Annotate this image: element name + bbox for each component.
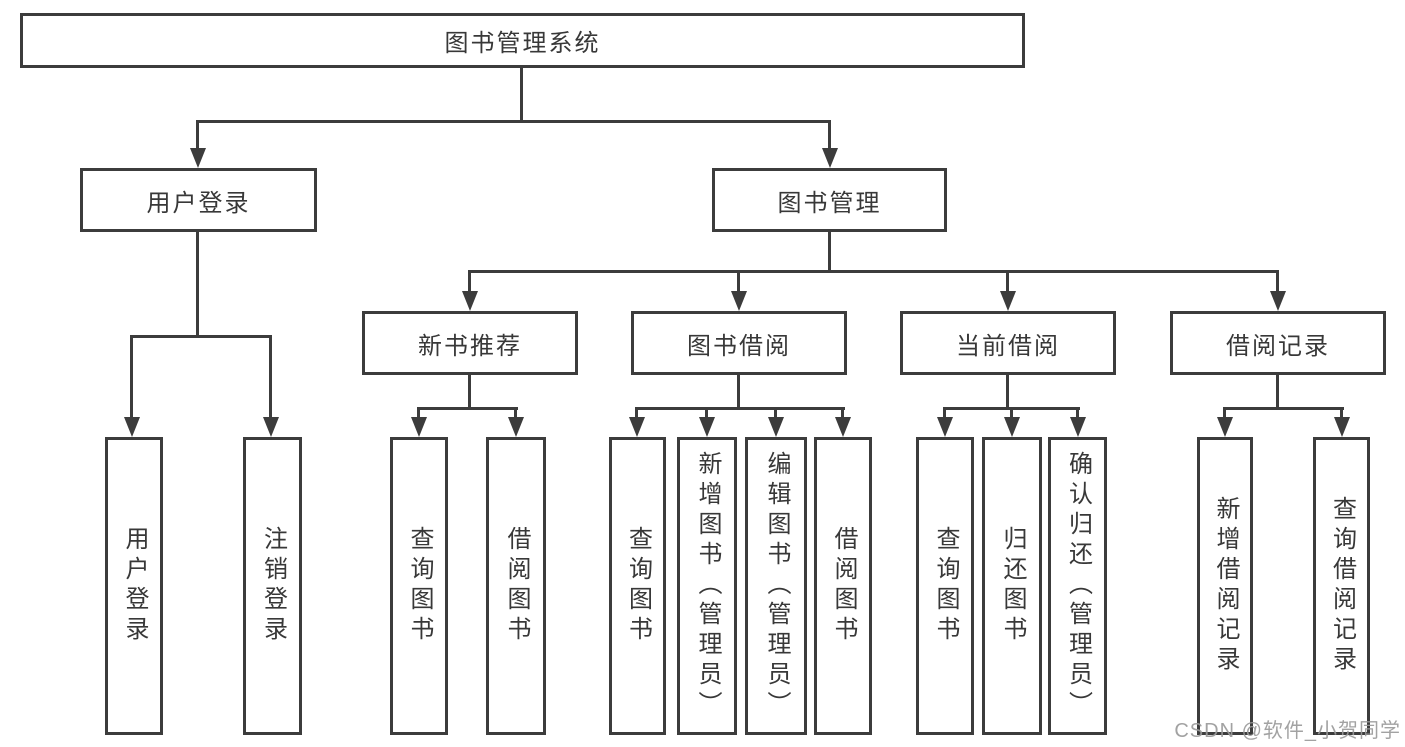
leaf-query-books-current-label: 查询图书 (932, 526, 959, 646)
connector-stem-leaf (417, 407, 420, 419)
leaf-query-books-borrowing-label: 查询图书 (624, 526, 652, 646)
leaf-user-login: 用户登录 (105, 437, 163, 735)
node-new-book-recommendation: 新书推荐 (362, 311, 578, 375)
node-library-system-label: 图书管理系统 (444, 30, 601, 57)
connector-group-stem (1276, 372, 1279, 407)
leaf-borrow-books-borrowing-label: 借阅图书 (830, 526, 857, 646)
leaf-add-borrow-record: 新增借阅记录 (1197, 437, 1253, 735)
leaf-edit-book-admin: 编辑图书（管理员） (745, 437, 807, 735)
leaf-query-books-recommend-label: 查询图书 (406, 526, 433, 646)
leaf-add-borrow-record-label: 新增借阅记录 (1212, 496, 1239, 676)
connector-stem-leaf (514, 407, 517, 419)
arrowhead-down-icon (411, 417, 427, 437)
arrowhead-down-icon (508, 417, 524, 437)
arrowhead-down-icon (835, 417, 851, 437)
node-library-system: 图书管理系统 (20, 13, 1025, 68)
connector-group-stem (1006, 372, 1009, 407)
node-current-borrowing: 当前借阅 (900, 311, 1116, 375)
leaf-query-books-recommend: 查询图书 (390, 437, 448, 735)
node-user-login-label: 用户登录 (146, 189, 251, 217)
leaf-borrow-books-recommend: 借阅图书 (486, 437, 546, 735)
leaf-edit-book-admin-label: 编辑图书（管理员） (763, 451, 790, 721)
node-borrowing-records: 借阅记录 (1170, 311, 1386, 375)
connector-stem-leaf (635, 407, 638, 419)
node-book-borrowing: 图书借阅 (631, 311, 847, 375)
leaf-borrow-books-recommend-label: 借阅图书 (503, 526, 530, 646)
node-book-management: 图书管理 (712, 168, 947, 232)
connector-stem-leaf (1223, 407, 1226, 419)
arrowhead-down-icon (1334, 417, 1350, 437)
connector-stem-user-login (196, 120, 199, 150)
leaf-add-book-admin: 新增图书（管理员） (677, 437, 737, 735)
node-borrowing-records-label: 借阅记录 (1226, 332, 1330, 360)
leaf-return-books-label: 归还图书 (999, 526, 1026, 646)
arrowhead-down-icon (699, 417, 715, 437)
leaf-borrow-books-borrowing: 借阅图书 (814, 437, 872, 735)
node-user-login: 用户登录 (80, 168, 317, 232)
connector-group-hline (635, 407, 845, 410)
leaf-logout-label: 注销登录 (259, 526, 287, 646)
leaf-add-book-admin-label: 新增图书（管理员） (694, 451, 721, 721)
arrowhead-down-icon (629, 417, 645, 437)
connector-stem-leaf (1076, 407, 1079, 419)
connector-book-management-hline (468, 270, 1279, 273)
connector-stem-book-borrowing (737, 270, 740, 293)
node-book-borrowing-label: 图书借阅 (687, 332, 791, 360)
arrowhead-down-icon (1270, 291, 1286, 311)
connector-stem-leaf (269, 335, 272, 419)
arrowhead-down-icon (822, 148, 838, 168)
connector-group-stem (468, 372, 471, 407)
leaf-user-login-label: 用户登录 (121, 526, 148, 646)
arrowhead-down-icon (1217, 417, 1233, 437)
arrowhead-down-icon (1004, 417, 1020, 437)
connector-root-hline (196, 120, 831, 123)
arrowhead-down-icon (190, 148, 206, 168)
connector-stem-current-borrowing (1006, 270, 1009, 293)
connector-stem-book-management (828, 120, 831, 150)
leaf-logout: 注销登录 (243, 437, 302, 735)
arrowhead-down-icon (768, 417, 784, 437)
connector-group-hline (1223, 407, 1344, 410)
connector-group-stem (737, 372, 740, 407)
leaf-confirm-return-admin: 确认归还（管理员） (1048, 437, 1107, 735)
connector-stem-leaf (1010, 407, 1013, 419)
connector-user-login-hline (130, 335, 272, 338)
connector-stem-borrow-records (1276, 270, 1279, 293)
connector-group-hline (417, 407, 518, 410)
connector-book-management-stem (828, 229, 831, 270)
connector-stem-new-books (468, 270, 471, 293)
connector-root-stem (520, 68, 523, 120)
node-current-borrowing-label: 当前借阅 (956, 332, 1060, 360)
leaf-query-borrow-record: 查询借阅记录 (1313, 437, 1370, 735)
connector-stem-leaf (1340, 407, 1343, 419)
connector-stem-leaf (705, 407, 708, 419)
arrowhead-down-icon (731, 291, 747, 311)
connector-stem-leaf (130, 335, 133, 419)
arrowhead-down-icon (462, 291, 478, 311)
leaf-query-books-current: 查询图书 (916, 437, 974, 735)
connector-user-login-stem (196, 229, 199, 335)
arrowhead-down-icon (263, 417, 279, 437)
leaf-return-books: 归还图书 (982, 437, 1042, 735)
leaf-query-books-borrowing: 查询图书 (609, 437, 666, 735)
connector-stem-leaf (841, 407, 844, 419)
node-book-management-label: 图书管理 (777, 189, 882, 217)
connector-stem-leaf (774, 407, 777, 419)
arrowhead-down-icon (124, 417, 140, 437)
arrowhead-down-icon (1000, 291, 1016, 311)
watermark: CSDN @软件_小贺同学 (1174, 720, 1401, 742)
node-new-book-recommendation-label: 新书推荐 (418, 332, 522, 360)
arrowhead-down-icon (1070, 417, 1086, 437)
leaf-query-borrow-record-label: 查询借阅记录 (1328, 496, 1356, 676)
leaf-confirm-return-admin-label: 确认归还（管理员） (1064, 451, 1092, 721)
arrowhead-down-icon (937, 417, 953, 437)
connector-stem-leaf (943, 407, 946, 419)
